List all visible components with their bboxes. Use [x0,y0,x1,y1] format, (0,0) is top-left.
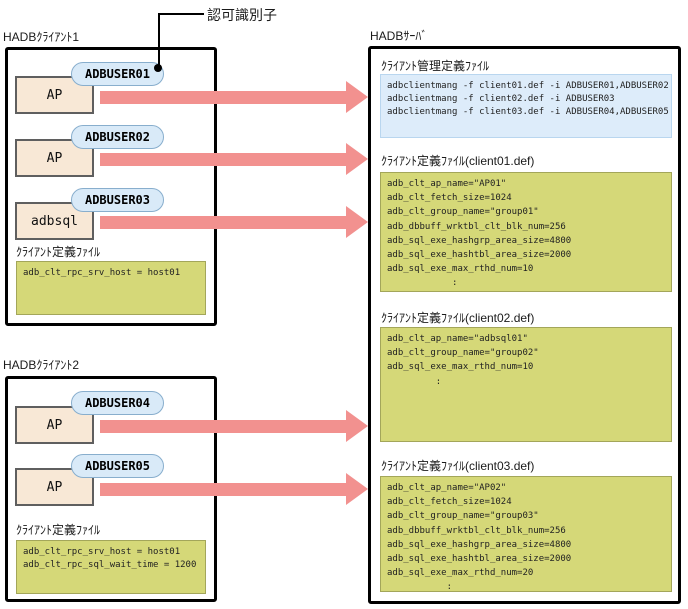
annotation-connector-vertical [158,13,160,66]
arrow-shaft [100,91,346,104]
arrow-shaft [100,216,346,229]
arrow-shaft [100,483,346,496]
arrow-shaft [100,153,346,166]
arrow-head [346,81,368,113]
ap-box-5: AP [15,468,94,506]
hadb-server-title: HADBｻｰﾊﾞ [370,29,428,43]
client2-def-file-code: adb_clt_rpc_srv_host = host01 adb_clt_rp… [16,540,206,594]
client02-def-code: adb_clt_ap_name="adbsql01" adb_clt_group… [380,327,672,442]
client1-def-file-code: adb_clt_rpc_srv_host = host01 [16,261,206,315]
authorization-identifier-label: 認可識別子 [207,7,277,23]
client02-def-title: ｸﾗｲｱﾝﾄ定義ﾌｧｲﾙ(client02.def) [381,311,535,325]
user-badge-adbuser04: ADBUSER04 [71,391,164,415]
arrow-head [346,143,368,175]
client03-def-title: ｸﾗｲｱﾝﾄ定義ﾌｧｲﾙ(client03.def) [381,459,535,473]
hadb-client2-title: HADBｸﾗｲｱﾝﾄ2 [3,358,80,372]
hadb-client1-title: HADBｸﾗｲｱﾝﾄ1 [3,30,80,44]
client-mang-def-title: ｸﾗｲｱﾝﾄ管理定義ﾌｧｲﾙ [381,59,490,73]
arrow-2 [100,143,368,175]
client1-def-file-title: ｸﾗｲｱﾝﾄ定義ﾌｧｲﾙ [16,245,101,259]
client03-def-code: adb_clt_ap_name="AP02" adb_clt_fetch_siz… [380,476,672,592]
arrow-head [346,206,368,238]
user-badge-adbuser03: ADBUSER03 [71,188,164,212]
client-mang-def-code: adbclientmang -f client01.def -i ADBUSER… [380,74,672,138]
client01-def-code: adb_clt_ap_name="AP01" adb_clt_fetch_siz… [380,172,672,292]
client2-def-file-title: ｸﾗｲｱﾝﾄ定義ﾌｧｲﾙ [16,523,101,537]
annotation-connector-horizontal [160,13,204,15]
arrow-head [346,410,368,442]
client01-def-title: ｸﾗｲｱﾝﾄ定義ﾌｧｲﾙ(client01.def) [381,154,535,168]
user-badge-adbuser05: ADBUSER05 [71,454,164,478]
arrow-3 [100,206,368,238]
arrow-head [346,473,368,505]
user-badge-adbuser02: ADBUSER02 [71,125,164,149]
user-badge-adbuser01: ADBUSER01 [71,62,164,86]
annotation-dot [154,64,162,72]
arrow-1 [100,81,368,113]
ap-box-2: AP [15,139,94,177]
arrow-4 [100,410,368,442]
arrow-5 [100,473,368,505]
arrow-shaft [100,420,346,433]
